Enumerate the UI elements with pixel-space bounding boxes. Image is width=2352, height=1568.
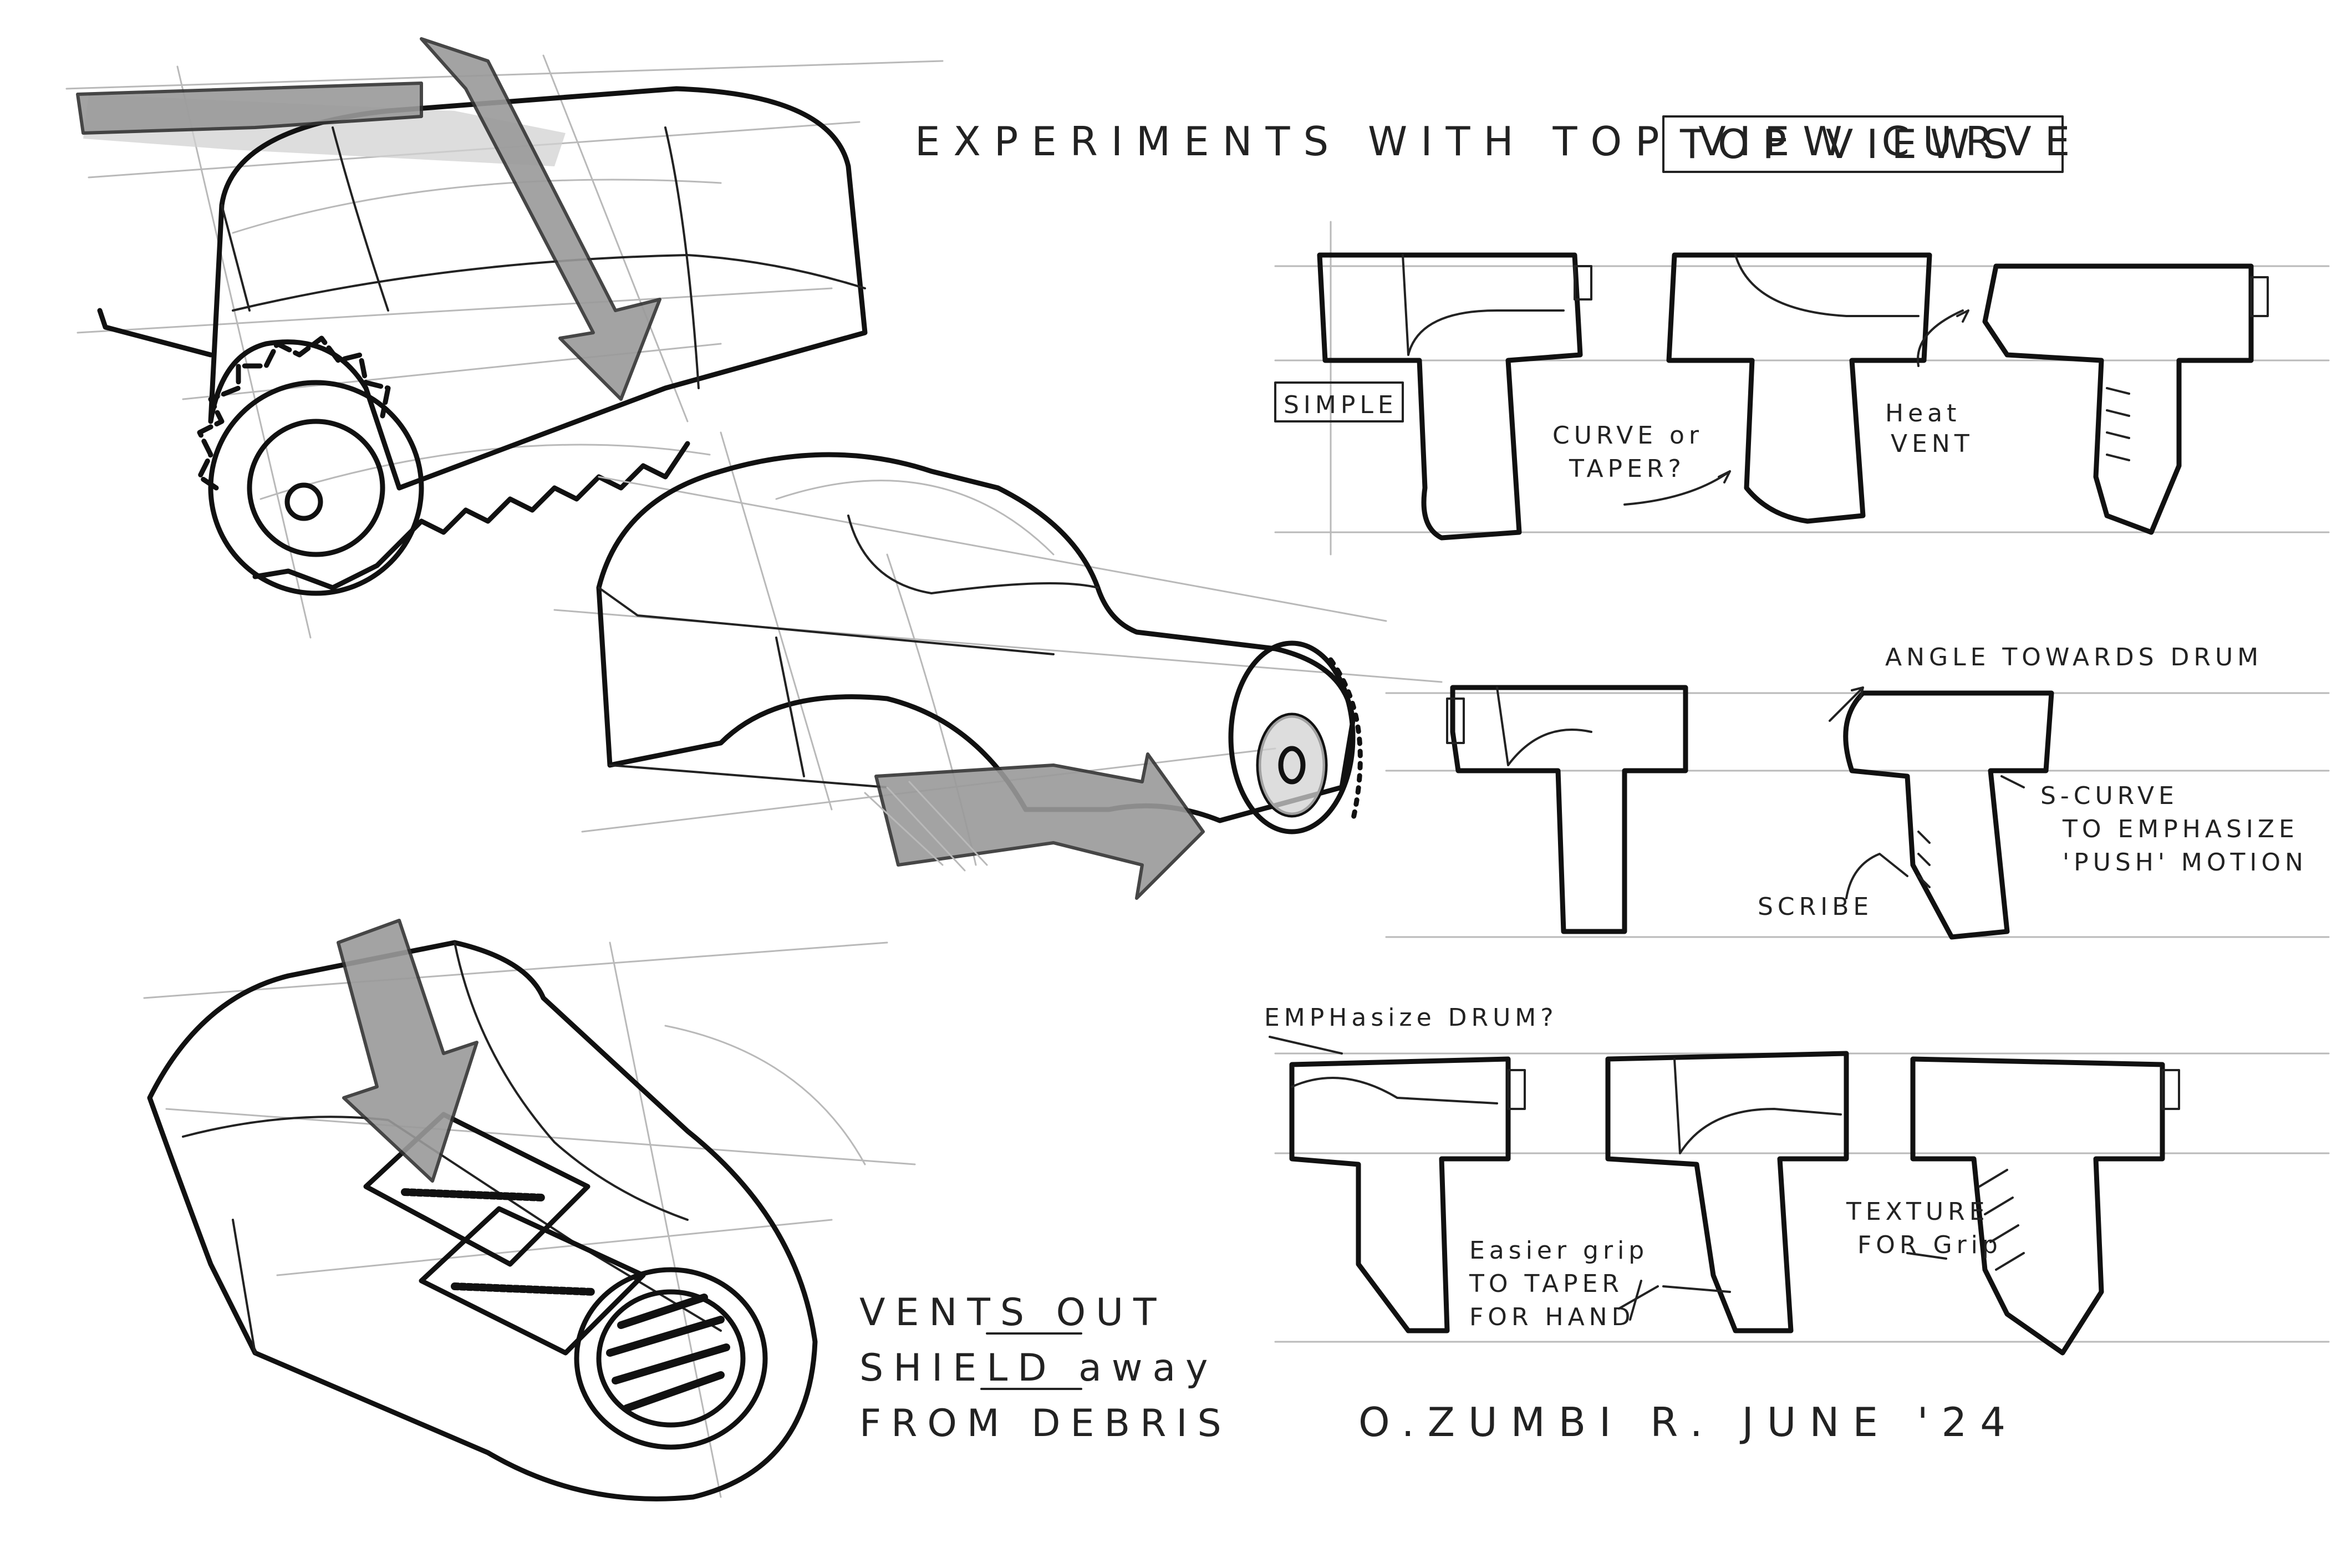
- label-texture-1: TEXTURE: [1846, 1198, 1989, 1226]
- top-view-angle-drum: [1450, 685, 1688, 934]
- label-curve-taper-2: TAPER?: [1569, 455, 1686, 483]
- perspective-sketch-drum-side: [65, 37, 944, 639]
- label-easier-grip-1: Easier grip: [1469, 1236, 1648, 1265]
- simple-box: [1274, 381, 1404, 422]
- label-heat-vent-1: Heat: [1885, 399, 1961, 427]
- label-vents-out: VENTS OUT: [859, 1291, 1167, 1335]
- signature: O.ZUMBI R. JUNE '24: [1358, 1399, 2019, 1445]
- top-view-easier-grip: [1605, 1051, 1849, 1333]
- perspective-sketch-vents: [143, 919, 916, 1501]
- top-views-box: [1662, 115, 2064, 173]
- leader-arrows: [1269, 309, 2025, 1321]
- top-view-heat-vent: [1982, 263, 2254, 535]
- top-view-row-1: [1274, 221, 2330, 556]
- top-view-s-curve: [1843, 690, 2054, 940]
- top-view-simple: [1317, 252, 1583, 541]
- top-view-row-2: [1385, 685, 2330, 940]
- label-emphasize-drum: EMPHasize DRUM?: [1264, 1004, 1558, 1032]
- label-s-curve-3: 'PUSH' MOTION: [2063, 848, 2308, 877]
- top-view-curve-taper: [1666, 252, 1932, 524]
- label-from-debris: FROM DEBRIS: [859, 1402, 1231, 1445]
- label-angle-towards-drum: ANGLE TOWARDS DRUM: [1885, 643, 2263, 671]
- label-simple: SIMPLE: [1284, 391, 1398, 419]
- label-easier-grip-3: FOR HAND: [1469, 1303, 1635, 1331]
- label-texture-2: FOR Grip: [1857, 1231, 2002, 1259]
- label-heat-vent-2: VENT: [1891, 430, 1974, 458]
- header-top-views: TOP VIEWS: [1679, 121, 2022, 167]
- top-view-row-3: [1274, 1051, 2330, 1356]
- label-scribe: SCRIBE: [1758, 893, 1873, 921]
- label-s-curve-2: TO EMPHASIZE: [2062, 815, 2299, 843]
- label-easier-grip-2: TO TAPER: [1469, 1270, 1623, 1298]
- label-curve-taper-1: CURVE or: [1552, 421, 1703, 450]
- top-view-texture-grip: [1910, 1056, 2165, 1356]
- label-shield-away: SHIELD away: [859, 1346, 1218, 1390]
- label-s-curve-1: S-CURVE: [2040, 782, 2178, 810]
- perspective-sketch-drum-front: [553, 431, 1443, 900]
- header-experiments: EXPERIMENTS WITH TOP VIEW CURVE: [915, 118, 2083, 165]
